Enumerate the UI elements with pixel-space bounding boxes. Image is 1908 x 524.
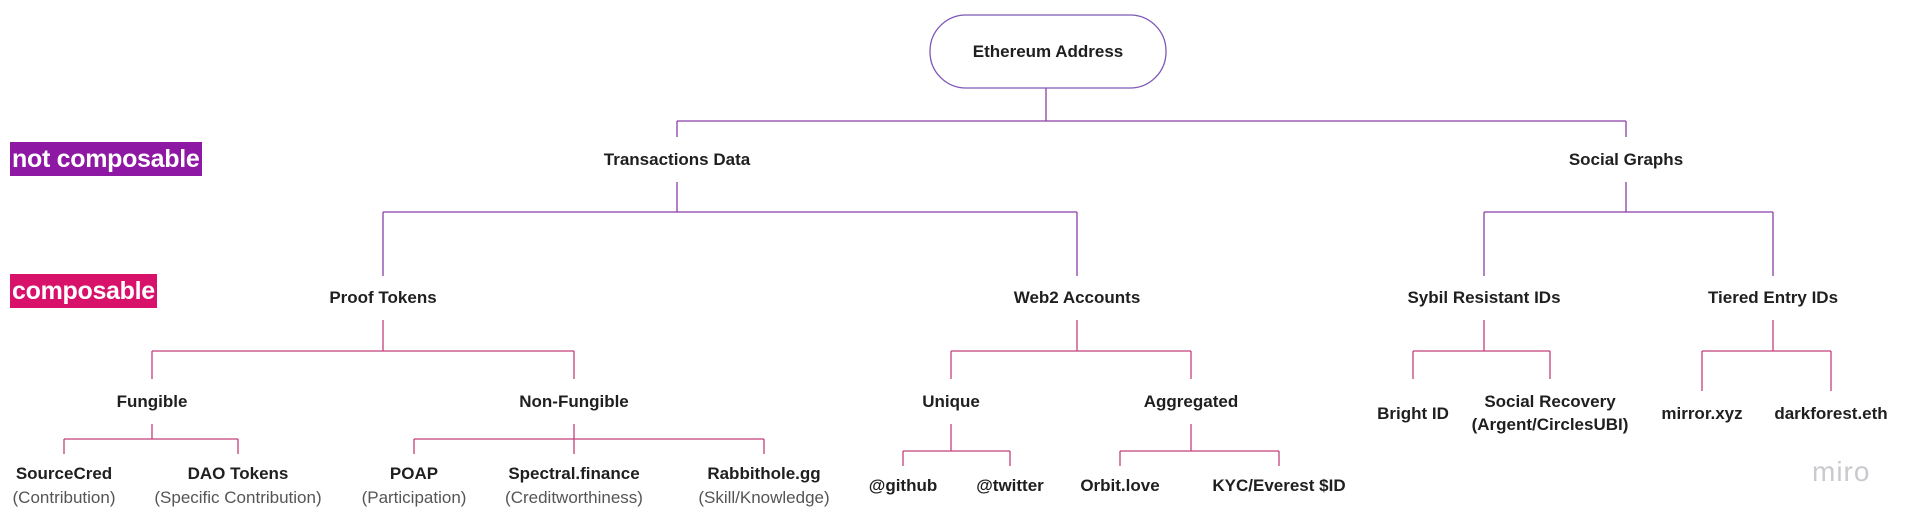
connector-unique [902, 424, 1011, 466]
node-non-fungible: Non-Fungible [519, 392, 629, 411]
connector-social [1483, 182, 1774, 276]
node-tiered-entry-ids: Tiered Entry IDs [1708, 288, 1838, 307]
node-transactions-data: Transactions Data [604, 150, 751, 169]
node-aggregated: Aggregated [1144, 392, 1238, 411]
connector-non-fungible [413, 424, 765, 454]
node-fungible: Fungible [117, 392, 188, 411]
node-twitter: @twitter [976, 476, 1044, 495]
connector-proof-tokens [151, 320, 575, 379]
node-poap-sub: (Participation) [362, 488, 467, 507]
node-rabbithole-gg: Rabbithole.gg [707, 464, 820, 483]
connector-web2 [950, 320, 1192, 379]
node-darkforest-eth: darkforest.eth [1774, 404, 1887, 423]
connector-tiered [1701, 320, 1832, 391]
connectors-branches [63, 320, 1832, 466]
connectors-top [382, 88, 1774, 276]
miro-watermark: miro [1812, 456, 1871, 487]
node-dao-tokens-sub: (Specific Contribution) [154, 488, 321, 507]
node-mirror-xyz: mirror.xyz [1661, 404, 1742, 423]
node-social-recovery: Social Recovery [1484, 392, 1616, 411]
node-orbit-love: Orbit.love [1080, 476, 1159, 495]
node-bright-id: Bright ID [1377, 404, 1449, 423]
connector-aggregated [1119, 424, 1280, 466]
node-sybil-resistant-ids: Sybil Resistant IDs [1407, 288, 1560, 307]
node-spectral-finance: Spectral.finance [508, 464, 639, 483]
root-node-box [929, 14, 1167, 89]
node-sourcecred-sub: (Contribution) [13, 488, 116, 507]
node-unique: Unique [922, 392, 980, 411]
not-composable-label: not composable [10, 142, 202, 176]
connector-sybil [1412, 320, 1551, 379]
node-sourcecred: SourceCred [16, 464, 112, 483]
root-node-label: Ethereum Address [973, 42, 1124, 61]
node-spectral-finance-sub: (Creditworthiness) [505, 488, 643, 507]
composable-label: composable [10, 274, 157, 308]
node-social-graphs: Social Graphs [1569, 150, 1683, 169]
connector-transactions [382, 182, 1078, 276]
node-dao-tokens: DAO Tokens [188, 464, 289, 483]
node-poap: POAP [390, 464, 438, 483]
connector-root [676, 88, 1627, 137]
node-rabbithole-gg-sub: (Skill/Knowledge) [698, 488, 829, 507]
node-social-recovery-sub: (Argent/CirclesUBI) [1472, 415, 1629, 434]
node-kyc-everest: KYC/Everest $ID [1212, 476, 1345, 495]
connector-fungible [63, 424, 239, 454]
node-web2-accounts: Web2 Accounts [1014, 288, 1141, 307]
node-github: @github [869, 476, 938, 495]
node-proof-tokens: Proof Tokens [329, 288, 436, 307]
